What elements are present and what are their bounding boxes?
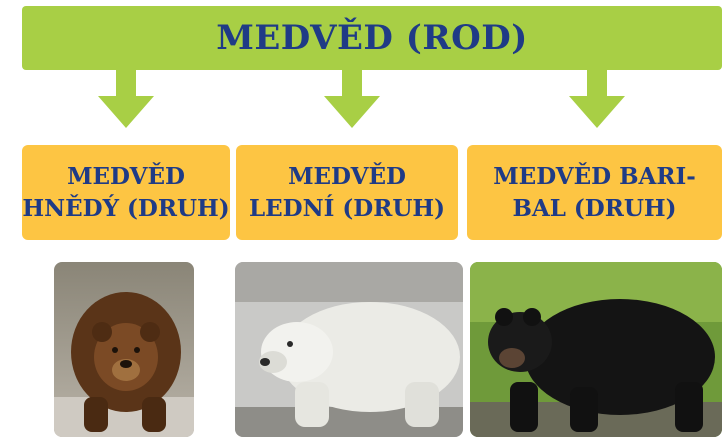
species-box-brown-bear: MEDVĚD HNĚDÝ (DRUH) xyxy=(22,145,230,240)
down-arrow-icon xyxy=(96,66,156,130)
down-arrow-icon xyxy=(567,66,627,130)
genus-title: MEDVĚD (ROD) xyxy=(216,18,528,58)
species-label: MEDVĚD BARI- BAL (DRUH) xyxy=(493,161,696,223)
polar-bear-photo xyxy=(235,262,463,437)
species-label: MEDVĚD HNĚDÝ (DRUH) xyxy=(22,161,229,223)
brown-bear-photo xyxy=(54,262,194,437)
black-bear-photo xyxy=(470,262,722,437)
species-label: MEDVĚD LEDNÍ (DRUH) xyxy=(249,161,445,223)
genus-header: MEDVĚD (ROD) xyxy=(22,6,722,70)
species-box-black-bear: MEDVĚD BARI- BAL (DRUH) xyxy=(467,145,722,240)
species-box-polar-bear: MEDVĚD LEDNÍ (DRUH) xyxy=(236,145,458,240)
down-arrow-icon xyxy=(322,66,382,130)
